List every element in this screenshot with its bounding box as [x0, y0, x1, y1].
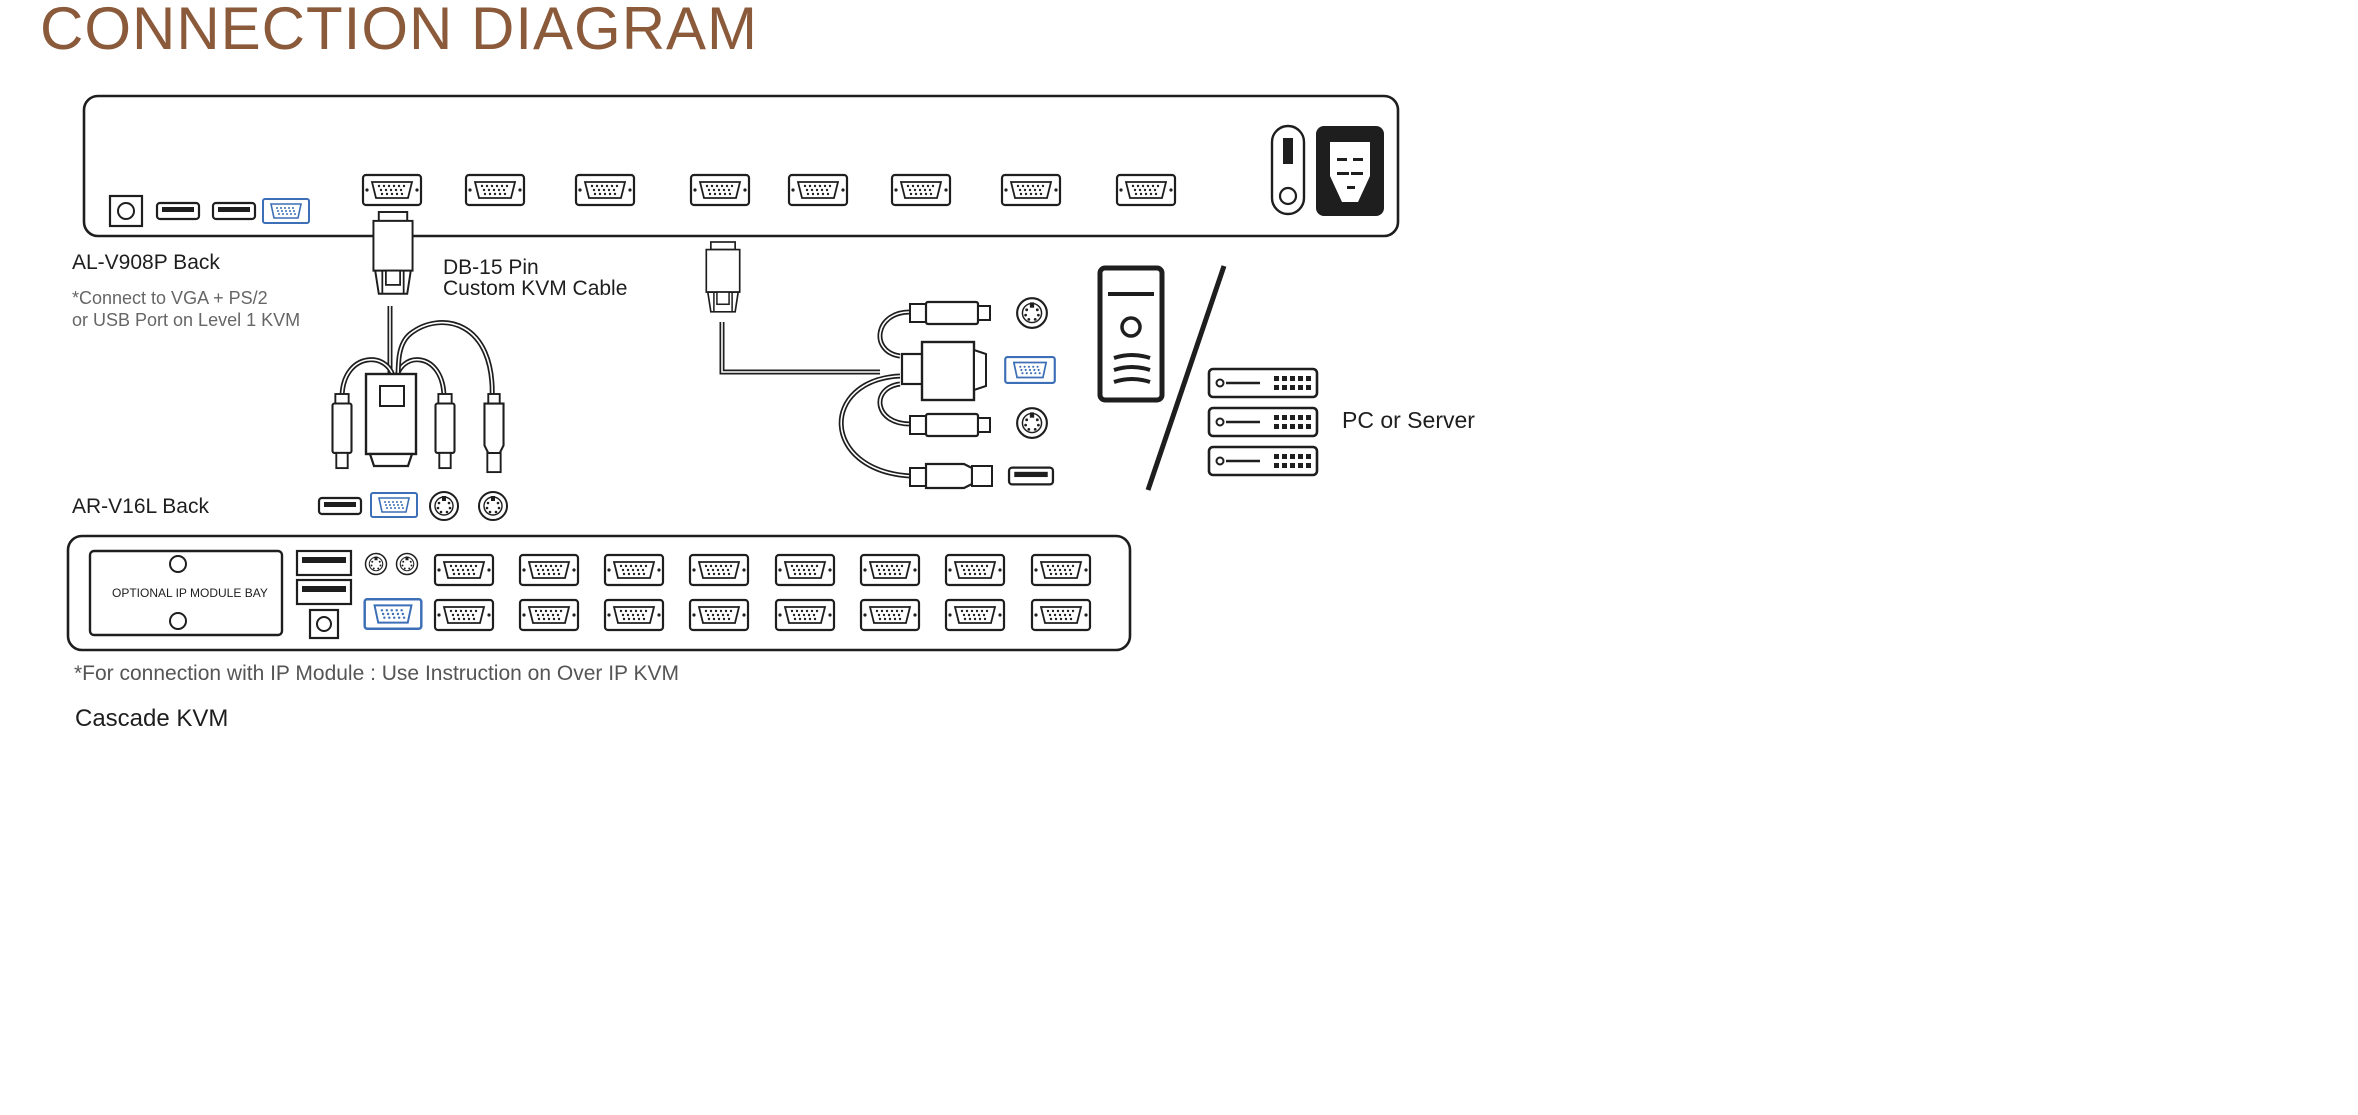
cascade-kvm-port-11-icon [603, 598, 665, 632]
usb-port-icon [211, 201, 257, 221]
usb-port-icon [295, 549, 353, 577]
db15-custom-kvm-cable-left [331, 210, 505, 474]
cascade-kvm-port-13-icon [774, 598, 836, 632]
or-slash-divider [1145, 265, 1227, 491]
kvm-port-4-icon [689, 173, 751, 207]
ip-module-bay [88, 549, 284, 637]
pc-usb-port-icon [1007, 466, 1055, 486]
top-device-note-line1: *Connect to VGA + PS/2 [72, 288, 268, 308]
kvm-port-6-icon [890, 173, 952, 207]
pc-vga-port-icon [1004, 355, 1056, 385]
ar-v16l-back-panel [66, 534, 1132, 652]
cascade-usb-port-icon [317, 496, 363, 516]
top-device-name: AL-V908P Back [72, 251, 220, 274]
cascade-ps2-port-icon [478, 491, 508, 521]
ps2-port-icon [364, 552, 388, 576]
power-switch-icon [1270, 124, 1306, 216]
power-jack-icon [108, 194, 144, 228]
al-v908p-back-panel [82, 94, 1400, 238]
bottom-device-name: AR-V16L Back [72, 495, 209, 518]
cable-label-line2: Custom KVM Cable [443, 277, 628, 300]
cascade-kvm-port-1-icon [433, 553, 495, 587]
cascade-kvm-port-15-icon [944, 598, 1006, 632]
cascade-vga-port-icon [370, 492, 418, 518]
power-jack-icon [308, 608, 340, 640]
connection-diagram [0, 0, 1560, 740]
cascade-kvm-port-4-icon [688, 553, 750, 587]
kvm-port-3-icon [574, 173, 636, 207]
cascade-kvm-port-7-icon [944, 553, 1006, 587]
pc-tower-icon [1097, 265, 1165, 403]
server-rack-icon [1207, 367, 1319, 477]
cascade-kvm-port-6-icon [859, 553, 921, 587]
cascade-kvm-caption: Cascade KVM [75, 705, 229, 732]
cascade-kvm-port-14-icon [859, 598, 921, 632]
ip-module-note: *For connection with IP Module : Use Ins… [74, 662, 680, 685]
cascade-kvm-port-9-icon [433, 598, 495, 632]
cable-label-line1: DB-15 Pin [443, 256, 539, 279]
console-vga-port-icon [363, 597, 423, 631]
kvm-port-1-icon [361, 173, 423, 207]
pc-ps2-port-icon [1016, 407, 1048, 439]
cascade-ps2-port-icon [429, 491, 459, 521]
cascade-kvm-port-8-icon [1030, 553, 1092, 587]
cascade-kvm-port-2-icon [518, 553, 580, 587]
ac-power-inlet-icon [1316, 126, 1384, 216]
pc-ps2-port-icon [1016, 297, 1048, 329]
pc-or-server-label: PC or Server [1342, 407, 1475, 433]
cascade-kvm-port-10-icon [518, 598, 580, 632]
db15-custom-kvm-cable-right [705, 240, 993, 490]
kvm-port-2-icon [464, 173, 526, 207]
ps2-port-icon [395, 552, 419, 576]
kvm-port-7-icon [1000, 173, 1062, 207]
cascade-kvm-port-12-icon [688, 598, 750, 632]
top-device-note-line2: or USB Port on Level 1 KVM [72, 310, 301, 330]
ip-module-bay-label: OPTIONAL IP MODULE BAY [112, 586, 268, 600]
page-title: CONNECTION DIAGRAM [40, 0, 759, 62]
kvm-port-8-icon [1115, 173, 1177, 207]
kvm-port-5-icon [787, 173, 849, 207]
console-vga-port-icon [262, 198, 310, 224]
cascade-kvm-port-3-icon [603, 553, 665, 587]
usb-port-icon [155, 201, 201, 221]
cascade-kvm-port-16-icon [1030, 598, 1092, 632]
usb-port-icon [295, 578, 353, 606]
cascade-kvm-port-5-icon [774, 553, 836, 587]
